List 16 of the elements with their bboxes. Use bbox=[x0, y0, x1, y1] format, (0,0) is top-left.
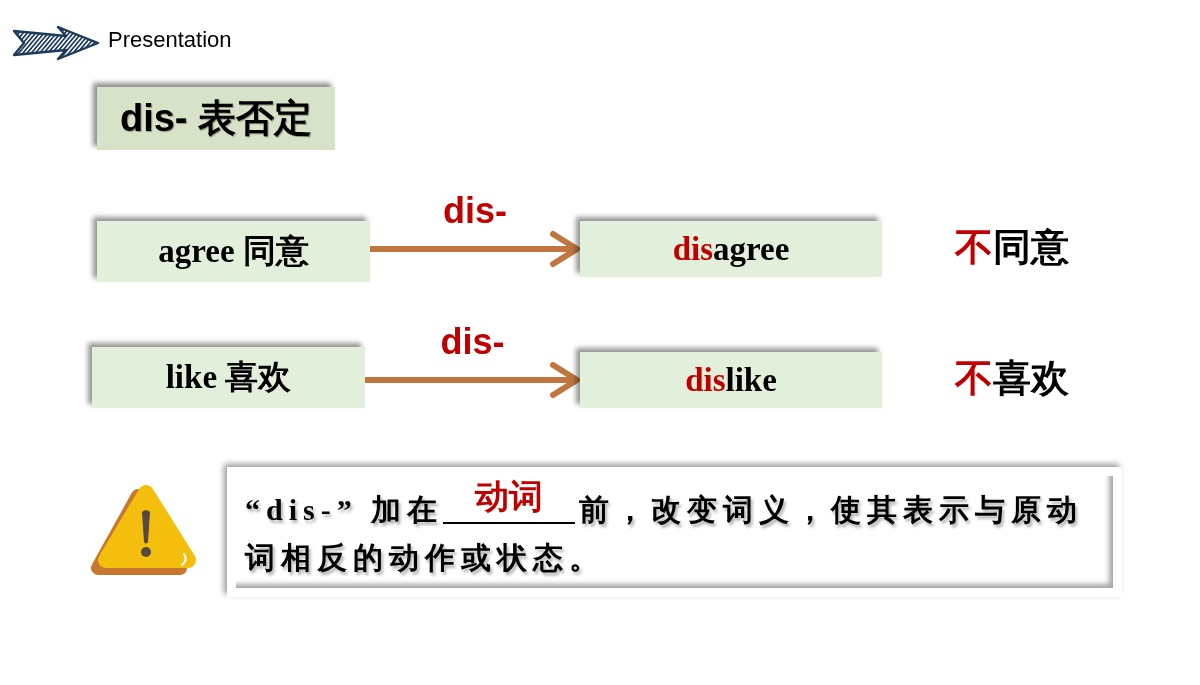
heading-text: dis- 表否定 bbox=[119, 96, 313, 141]
section-label: Presentation bbox=[108, 27, 232, 54]
word-text: like 喜欢 bbox=[165, 358, 292, 397]
word-text: dislike bbox=[685, 361, 777, 399]
word-text: agree 同意 bbox=[158, 232, 309, 271]
word-box bbox=[97, 221, 370, 282]
instruction-text: “dis-” 加在动词前，改变词义，使其表示与原动词相反的动作或状态。 bbox=[245, 476, 1085, 576]
meaning-text: 不喜欢 bbox=[954, 358, 1070, 400]
arrow bbox=[370, 231, 580, 267]
word-box bbox=[580, 352, 882, 408]
word-box bbox=[580, 221, 882, 277]
word-text: disagree bbox=[672, 230, 790, 268]
word-box bbox=[92, 347, 365, 408]
meaning-text: 不同意 bbox=[954, 227, 1070, 269]
heading-box bbox=[97, 87, 335, 150]
arrow bbox=[365, 362, 580, 398]
